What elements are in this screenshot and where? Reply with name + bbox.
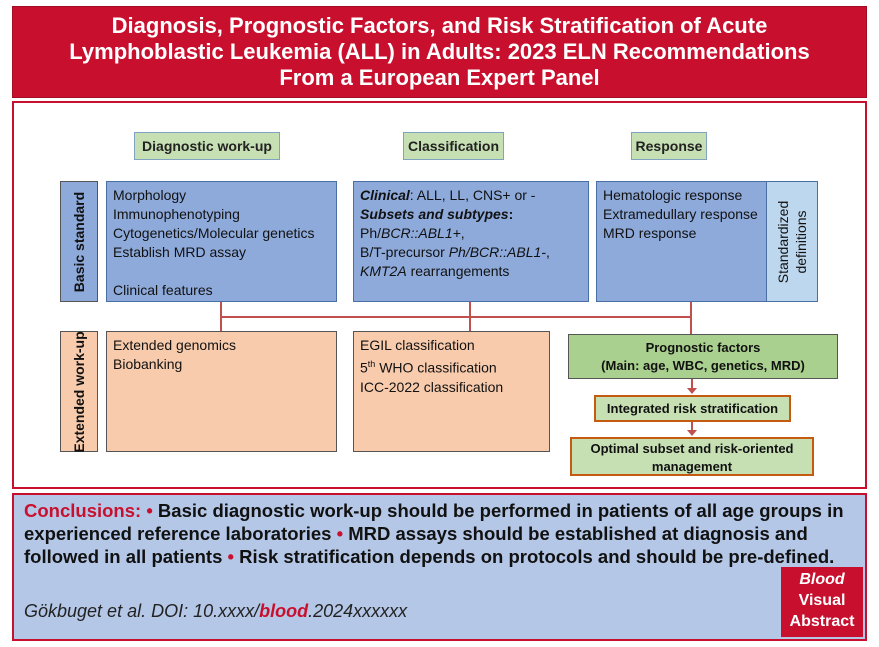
standardized-definitions-text: Standardized definitions	[774, 200, 810, 283]
clinical-label: Clinical	[360, 187, 410, 203]
connector-resp	[690, 302, 692, 334]
conclusions-box: Conclusions: • Basic diagnostic work-up …	[12, 493, 867, 641]
optimal-management-box: Optimal subset and risk-oriented managem…	[570, 437, 814, 476]
row-label-basic-text: Basic standard	[71, 191, 87, 292]
header-diagnostic: Diagnostic work-up	[134, 132, 280, 160]
prognostic-factors-box: Prognostic factors (Main: age, WBC, gene…	[568, 334, 838, 379]
kmt-post: rearrangements	[406, 263, 510, 279]
badge-line-1: Blood	[799, 571, 845, 588]
bullet: •	[336, 523, 344, 544]
row-label-extended-text: Extended work-up	[71, 330, 87, 453]
citation-journal: blood	[259, 601, 309, 621]
bt-post: ,	[545, 244, 550, 260]
title-line-3: From a European Expert Panel	[279, 65, 600, 90]
row-label-extended: Extended work-up	[60, 331, 98, 452]
conclusions-label: Conclusions:	[24, 500, 142, 521]
bullet: •	[227, 546, 235, 567]
response-item: Extramedullary response	[603, 206, 758, 222]
prognostic-line-2: (Main: age, WBC, genetics, MRD)	[601, 358, 805, 373]
standardized-definitions-box: Standardized definitions	[766, 181, 818, 302]
optimal-line-2: management	[651, 459, 733, 474]
egil-line: EGIL classification	[360, 337, 475, 353]
ph-pre: Ph/	[360, 225, 382, 241]
basic-diag-item: Immunophenotyping	[113, 206, 240, 222]
prognostic-line-1: Prognostic factors	[645, 340, 761, 355]
header-classification: Classification	[403, 132, 504, 160]
optimal-line-1: Optimal subset and risk-oriented	[590, 441, 794, 456]
title-banner: Diagnosis, Prognostic Factors, and Risk …	[12, 6, 867, 98]
bt-gene: Ph/BCR::ABL1-	[448, 244, 546, 260]
subsets-colon: :	[508, 206, 514, 222]
ext-diag-item: Extended genomics	[113, 337, 236, 353]
badge-line-3: Abstract	[789, 613, 855, 630]
ext-diagnostic-box: Extended genomics Biobanking	[106, 331, 337, 452]
response-item: Hematologic response	[603, 187, 743, 203]
who-num: 5	[360, 359, 368, 376]
kmt-line: KMT2A rearrangements	[360, 262, 582, 281]
arrow-shaft-2	[691, 422, 693, 431]
integrated-risk-box: Integrated risk stratification	[594, 395, 791, 422]
connector-horizontal	[220, 316, 692, 318]
ph-post: ,	[460, 225, 465, 241]
who-line: 5th WHO classification	[360, 355, 543, 378]
citation: Gökbuget et al. DOI: 10.xxxx/blood.2024x…	[24, 601, 407, 622]
ext-classification-box: EGIL classification 5th WHO classificati…	[353, 331, 550, 452]
citation-pre: Gökbuget et al. DOI: 10.xxxx/	[24, 601, 260, 621]
response-item: MRD response	[603, 225, 697, 241]
title-line-2: Lymphoblastic Leukemia (ALL) in Adults: …	[69, 39, 810, 64]
side-line-2: definitions	[793, 209, 809, 274]
arrow-shaft-1	[691, 379, 693, 389]
ph-line: Ph/BCR::ABL1+,	[360, 224, 582, 243]
side-line-1: Standardized	[775, 200, 791, 283]
clinical-rest: : ALL, LL, CNS+ or -	[409, 187, 536, 203]
basic-diag-item: Cytogenetics/Molecular genetics	[113, 225, 315, 241]
who-sup: th	[367, 359, 376, 369]
ph-gene: BCR::ABL1+	[381, 225, 461, 241]
basic-diag-item: Establish MRD assay	[113, 244, 247, 260]
basic-classification-box: Clinical: ALL, LL, CNS+ or - Subsets and…	[353, 181, 589, 302]
citation-post: .2024xxxxxx	[308, 601, 408, 621]
title-line-1: Diagnosis, Prognostic Factors, and Risk …	[111, 13, 768, 38]
conclusion-point-3: Risk stratification depends on protocols…	[234, 546, 835, 567]
header-response: Response	[631, 132, 707, 160]
conclusion-point-1: Basic diagnostic work-up should be perfo…	[24, 500, 844, 544]
basic-diag-clinical: Clinical features	[113, 282, 213, 298]
ext-diag-item: Biobanking	[113, 356, 183, 372]
conclusion-point-2: MRD assays should be established at diag…	[24, 523, 808, 567]
icc-line: ICC-2022 classification	[360, 378, 504, 395]
bullet: •	[146, 500, 153, 521]
bt-pre: B/T-precursor	[360, 244, 449, 260]
arrow-down-icon	[687, 388, 697, 394]
basic-diagnostic-box: Morphology Immunophenotyping Cytogenetic…	[106, 181, 337, 302]
subsets-line: Subsets and subtypes:	[360, 205, 582, 224]
subsets-label: Subsets and subtypes	[360, 206, 509, 222]
badge-line-2: Visual	[798, 592, 846, 609]
blood-visual-abstract-badge: Blood Visual Abstract	[781, 567, 863, 637]
row-label-basic: Basic standard	[60, 181, 98, 302]
conclusions-text: Conclusions: • Basic diagnostic work-up …	[24, 499, 855, 568]
basic-diag-item: Morphology	[113, 187, 187, 203]
who-rest: WHO classification	[375, 359, 497, 376]
arrow-down-icon	[687, 430, 697, 436]
clinical-line: Clinical: ALL, LL, CNS+ or -	[360, 186, 582, 205]
kmt-gene: KMT2A	[360, 263, 407, 279]
bt-line: B/T-precursor Ph/BCR::ABL1-,	[360, 243, 582, 262]
